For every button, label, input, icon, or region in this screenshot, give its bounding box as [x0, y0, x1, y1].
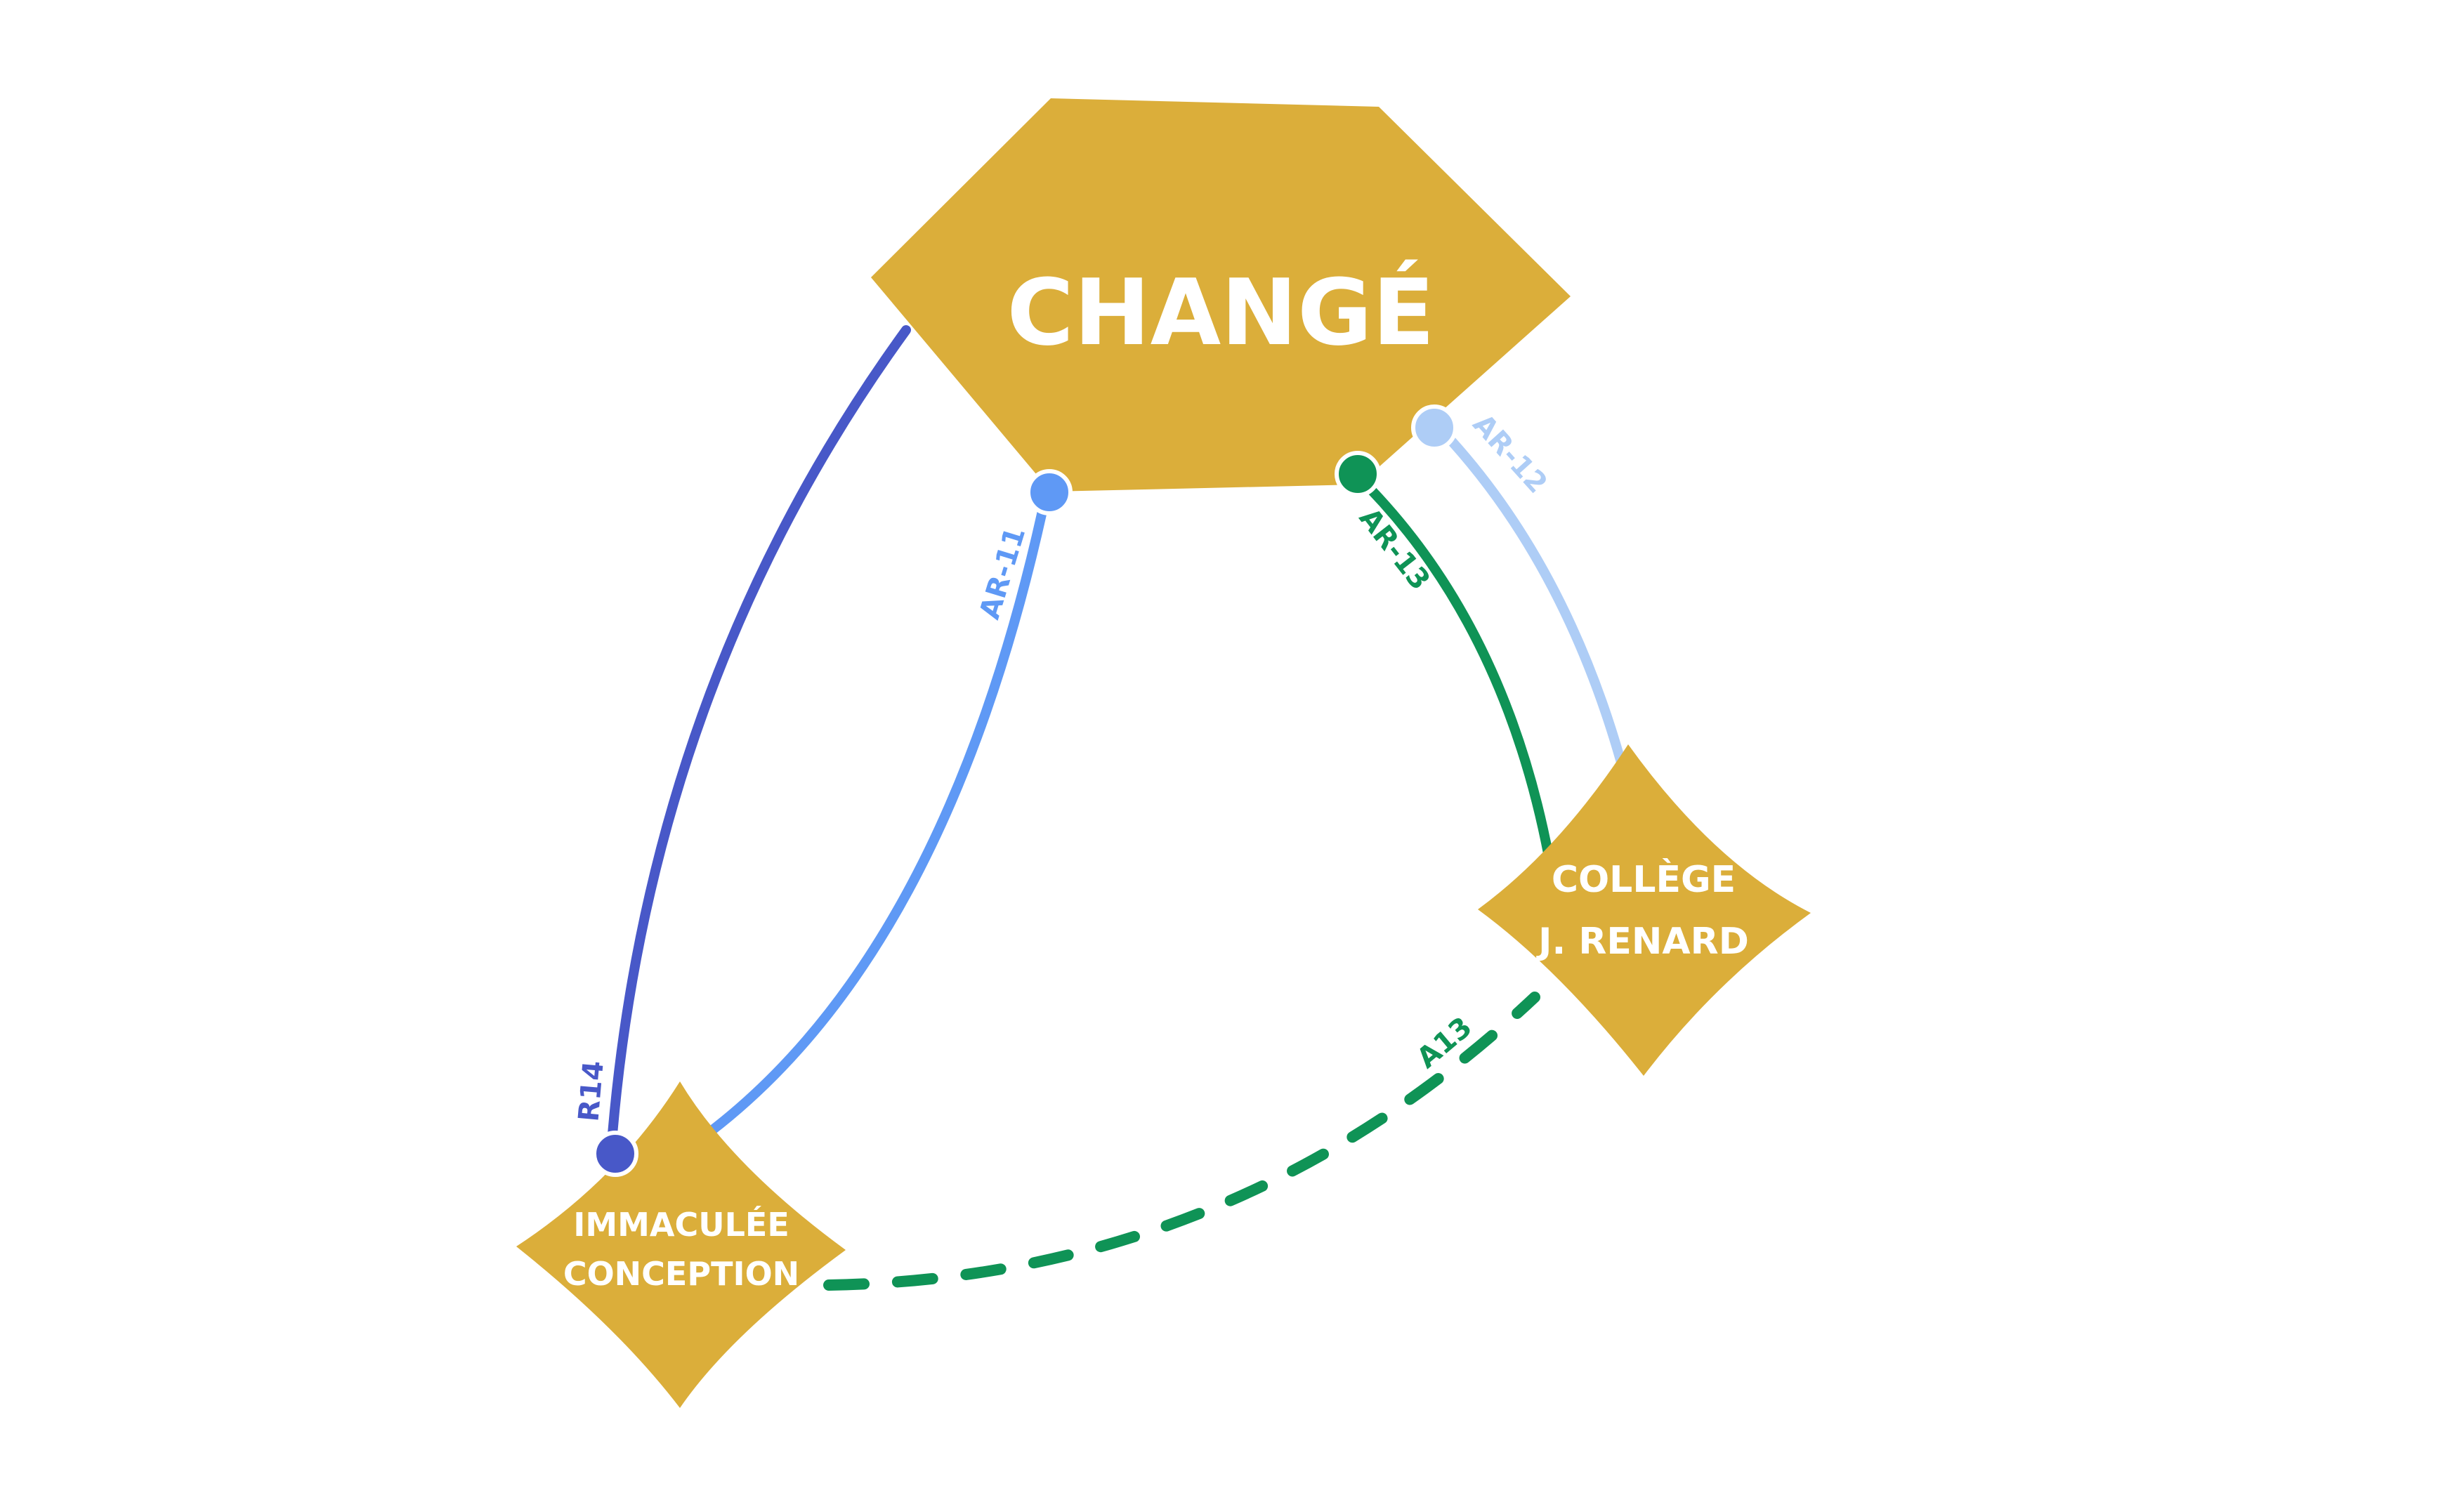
node-change[interactable]: CHANGÉ	[871, 98, 1571, 492]
star-shape	[1478, 744, 1811, 1076]
node-change-label: CHANGÉ	[1007, 259, 1434, 366]
node-college-label-line1: COLLÈGE	[1552, 858, 1736, 901]
node-immaculee-label-line1: IMMACULÉE	[573, 1206, 789, 1244]
route-ar12-endpoint[interactable]	[1411, 404, 1457, 451]
node-college-label-line2: J. RENARD	[1536, 921, 1749, 963]
route-ar13-endpoint[interactable]	[1335, 451, 1381, 497]
route-r14-label: R14	[572, 1060, 610, 1123]
node-immaculee-label-line2: CONCEPTION	[563, 1255, 799, 1293]
route-ar11-line[interactable]	[697, 487, 1051, 1143]
route-ar13-line[interactable]	[1351, 469, 1554, 862]
node-immaculee-conception[interactable]: IMMACULÉE CONCEPTION	[516, 1081, 846, 1408]
route-r14-endpoint[interactable]	[592, 1131, 638, 1177]
route-ar12-label: AR-12	[1467, 408, 1554, 499]
route-a13-label: A13	[1411, 1011, 1479, 1075]
star-shape	[516, 1081, 846, 1408]
route-ar11-endpoint[interactable]	[1026, 469, 1073, 515]
route-ar12-line[interactable]	[1435, 423, 1629, 777]
hexagon-shape	[871, 98, 1571, 492]
node-college-j-renard[interactable]: COLLÈGE J. RENARD	[1478, 744, 1811, 1076]
route-r14-line[interactable]	[606, 325, 911, 1157]
